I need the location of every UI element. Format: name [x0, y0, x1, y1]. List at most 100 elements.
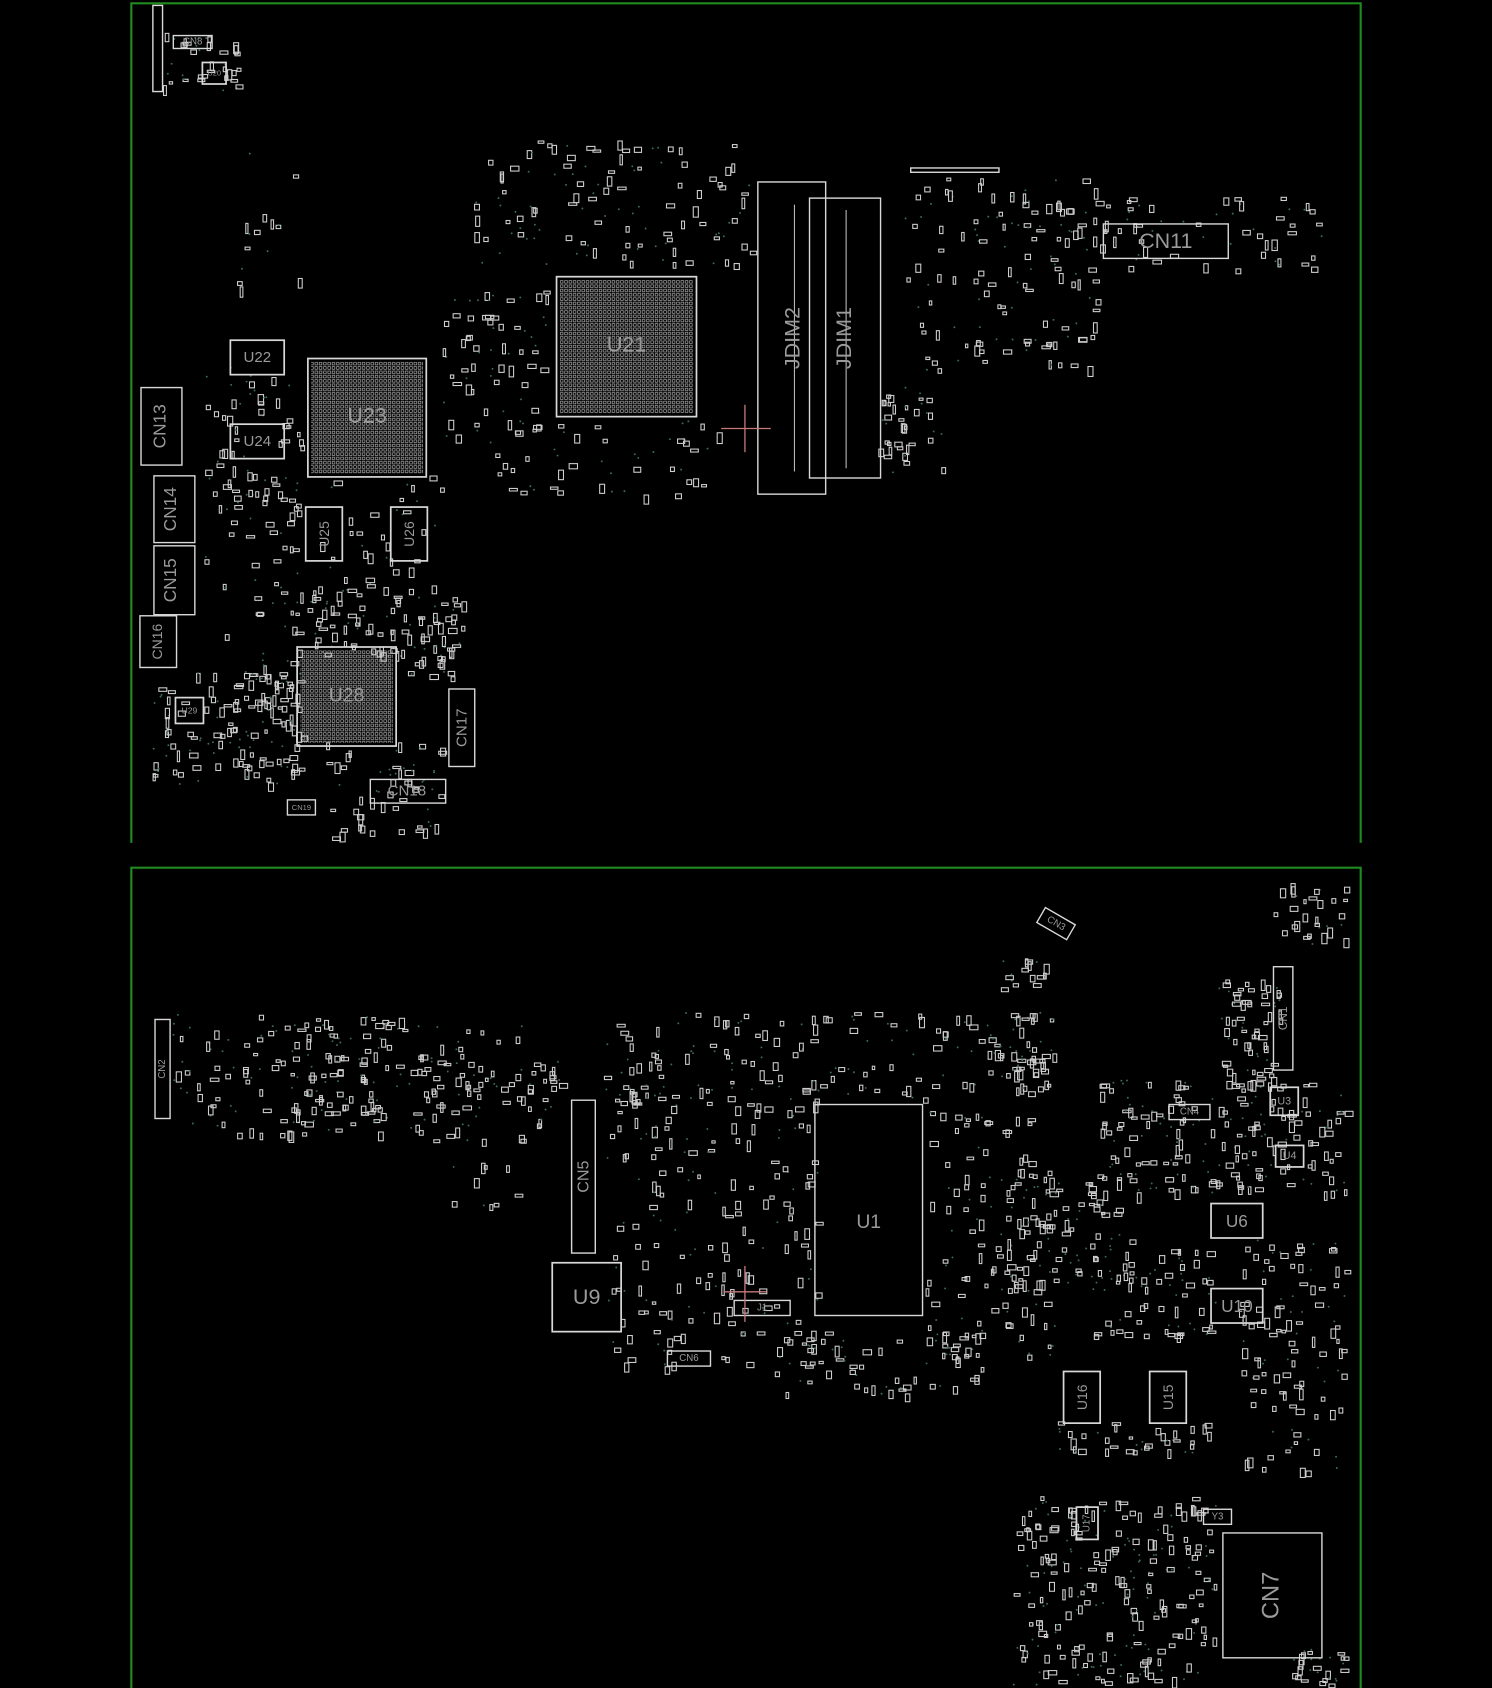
pad — [1319, 1680, 1327, 1687]
component-cn16[interactable]: CN16 — [139, 615, 178, 669]
pad — [1084, 1505, 1089, 1515]
component-jdim1[interactable]: JDIM1 — [808, 197, 882, 479]
component-u21[interactable]: U21 — [555, 275, 698, 418]
via — [1149, 1187, 1152, 1190]
via — [1193, 1631, 1196, 1634]
component-cn3[interactable]: CN3 — [1035, 906, 1077, 941]
via — [912, 1053, 915, 1056]
pad — [1059, 208, 1065, 217]
component-cn15[interactable]: CN15 — [153, 545, 196, 616]
pad — [460, 1053, 465, 1060]
component-u16[interactable]: U16 — [1062, 1370, 1102, 1425]
pad — [929, 1140, 940, 1148]
pad — [329, 1072, 338, 1078]
component-cn2[interactable]: CN2 — [154, 1018, 171, 1120]
component-jdim2[interactable]: JDIM2 — [757, 181, 827, 495]
pad — [373, 1052, 378, 1063]
component-u9[interactable]: U9 — [551, 1261, 622, 1333]
pad — [547, 143, 553, 149]
pad — [964, 1123, 970, 1128]
pad — [1039, 1279, 1046, 1291]
component-u25[interactable]: U25 — [304, 506, 344, 562]
via — [1067, 1218, 1070, 1220]
via — [1138, 1554, 1141, 1556]
via — [890, 1039, 893, 1042]
component-cn19[interactable]: CN19 — [286, 799, 317, 816]
component-cn4[interactable]: CN4 — [1168, 1103, 1211, 1121]
via — [1126, 1593, 1129, 1596]
pad — [912, 223, 918, 229]
component-cn1[interactable]: CN1 — [1272, 966, 1294, 1071]
via — [1167, 1324, 1170, 1327]
top-side-board[interactable]: U21 U23 U28 U22 U24 U25 U26 — [130, 2, 1362, 843]
pad — [804, 1365, 814, 1369]
component-u17[interactable]: U17 — [1075, 1506, 1099, 1541]
pad — [372, 1107, 377, 1113]
component-cn8[interactable]: CN8 — [172, 34, 213, 50]
pad — [214, 1030, 220, 1040]
via — [677, 1022, 680, 1025]
pad — [719, 185, 727, 191]
component-u10[interactable]: U10 — [1210, 1287, 1264, 1324]
via — [1334, 1677, 1337, 1680]
component-u22[interactable]: U22 — [229, 339, 286, 376]
component-y3[interactable]: Y3 — [1202, 1508, 1233, 1526]
pad — [291, 769, 296, 780]
pad — [275, 398, 281, 409]
component-u23[interactable]: U23 — [307, 357, 428, 478]
component-u1[interactable]: U1 — [814, 1103, 924, 1317]
component-u28[interactable]: U28 — [296, 646, 398, 747]
via — [246, 469, 249, 472]
pad — [1338, 1348, 1343, 1360]
component-cn17[interactable]: CN17 — [448, 688, 476, 768]
component-u26[interactable]: U26 — [389, 506, 429, 562]
component-j1[interactable]: J1 — [733, 1299, 791, 1317]
component-cn7[interactable]: CN7 — [1222, 1532, 1323, 1659]
component-u24[interactable]: U24 — [229, 423, 286, 460]
component-cn6[interactable]: CN6 — [666, 1350, 712, 1367]
via — [482, 1204, 485, 1207]
via — [995, 338, 998, 341]
via — [936, 1333, 939, 1336]
pad — [1002, 1302, 1009, 1309]
bottom-side-board[interactable]: CN3 CN1 CN2 CN4 U3 U4 CN5 U9 — [130, 866, 1362, 1688]
component-u29[interactable]: U29 — [174, 696, 205, 725]
via — [280, 586, 283, 589]
pad — [315, 637, 322, 644]
via — [891, 471, 894, 474]
component-u3[interactable]: U3 — [1269, 1086, 1300, 1117]
via — [829, 1071, 832, 1074]
pad — [1281, 930, 1288, 937]
pad — [954, 1128, 959, 1134]
via — [1166, 1134, 1169, 1137]
pad — [1335, 1117, 1342, 1125]
component-u6[interactable]: U6 — [1210, 1202, 1264, 1239]
pad — [515, 430, 524, 437]
via — [1250, 1101, 1253, 1104]
via — [1039, 1264, 1041, 1267]
component-cn14[interactable]: CN14 — [153, 475, 196, 544]
pad — [941, 467, 947, 475]
pad — [642, 1260, 649, 1271]
component-cn5[interactable]: CN5 — [570, 1099, 596, 1254]
component-cn13[interactable]: CN13 — [140, 386, 183, 466]
component-cn18[interactable]: CN18 — [369, 778, 447, 804]
component-u20[interactable]: U20 — [201, 61, 227, 85]
pad — [212, 491, 218, 497]
pad — [286, 687, 293, 700]
pad — [637, 166, 642, 171]
pad — [859, 1364, 865, 1370]
via — [663, 1349, 666, 1352]
pad — [1051, 1525, 1060, 1532]
pad — [651, 1052, 657, 1058]
via — [1000, 1288, 1003, 1291]
component-u4[interactable]: U4 — [1274, 1144, 1305, 1168]
via — [1047, 1513, 1050, 1516]
via — [410, 769, 413, 772]
via — [179, 1087, 182, 1090]
component-u15[interactable]: U15 — [1148, 1370, 1188, 1425]
component-cn11[interactable]: CN11 — [1102, 223, 1229, 260]
pad — [356, 531, 364, 536]
pad — [1269, 1332, 1278, 1338]
